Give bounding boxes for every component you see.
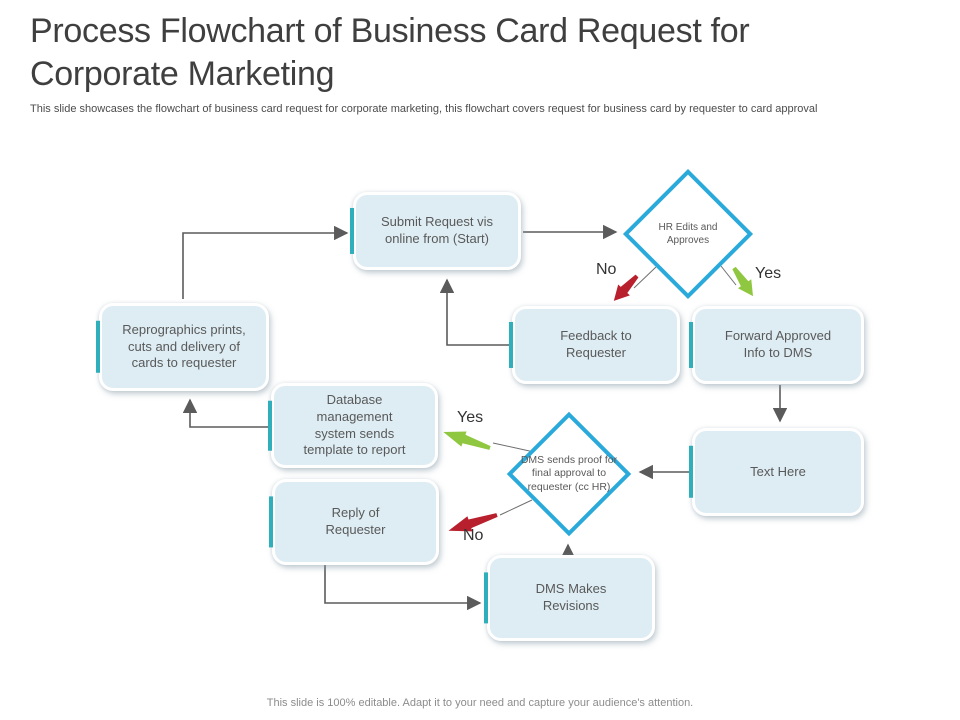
node-dms-makes-revisions: DMS Makes Revisions [487,555,655,641]
node-reply-of-requester: Reply of Requester [272,479,439,565]
node-label: Forward Approved Info to DMS [724,328,832,360]
connector-database-to-reprographics [182,398,271,428]
leader-dms-yes [492,442,535,453]
connector-reply-to-dms-revisions [324,565,482,611]
edge-label-dms-no: No [463,527,484,544]
node-label: Database management system sends templat… [303,391,406,458]
node-feedback-to-requester: Feedback to Requester [512,306,680,384]
leader-dms-no [499,499,533,516]
no-arrow-dms [448,513,498,532]
node-text-here: Text Here [692,428,864,516]
yes-arrow-hr [732,266,754,297]
slide-subtitle: This slide showcases the flowchart of bu… [30,103,818,115]
node-reprographics: Reprographics prints, cuts and delivery … [99,303,269,391]
decision-label: DMS sends proof for final approval to re… [520,453,618,493]
leader-hr-yes [720,265,737,286]
connector-feedback-to-submit [439,278,512,346]
slide-footer-note: This slide is 100% editable. Adapt it to… [266,697,694,709]
leader-hr-no [633,266,657,289]
node-submit-request: Submit Request vis online from (Start) [353,192,521,270]
page-title: Process Flowchart of Business Card Reque… [30,12,750,94]
edge-label-hr-no: No [596,261,617,278]
node-label: Reprographics prints, cuts and delivery … [122,321,246,371]
decision-label: HR Edits and Approves [658,221,718,247]
node-label: Submit Request vis online from (Start) [381,214,493,246]
edge-label-hr-yes: Yes [755,265,782,282]
node-label: Feedback to Requester [560,328,632,360]
node-database-management: Database management system sends templat… [271,383,438,468]
edge-label-dms-yes: Yes [457,409,484,426]
no-arrow-hr [613,274,639,301]
node-label: Reply of Requester [325,505,386,537]
yes-arrow-dms [443,431,491,450]
connector-reprographics-to-submit [182,225,349,299]
node-label: Text Here [750,463,806,479]
node-label: DMS Makes Revisions [535,581,607,613]
node-forward-approved-info: Forward Approved Info to DMS [692,306,864,384]
